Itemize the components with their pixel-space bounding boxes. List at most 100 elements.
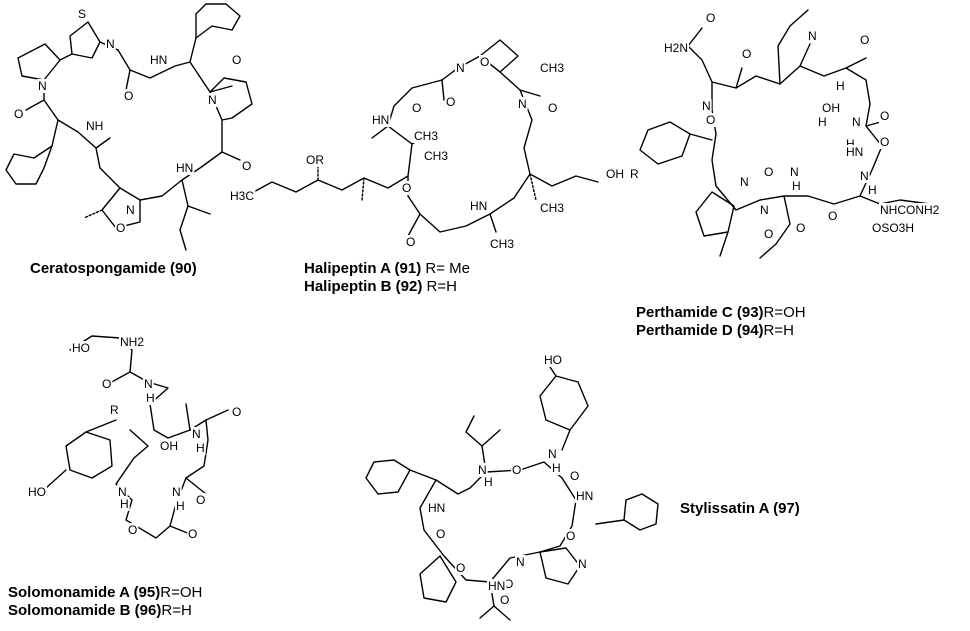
atom-label: HO [28, 485, 46, 499]
atom-label: N [790, 165, 799, 179]
atom-label-background [827, 209, 839, 223]
atom-label-background [455, 561, 467, 575]
bond [529, 173, 537, 201]
bond [95, 137, 111, 149]
atom-label: O [14, 107, 23, 121]
atom-label-background [547, 101, 559, 115]
caption-stylissatin: Stylissatin A (97) [680, 500, 800, 518]
atom-label: OH [160, 439, 178, 453]
atom-label-background [879, 135, 891, 149]
r-group-definition: R=H [161, 602, 192, 619]
atom-label: H [120, 497, 129, 511]
atom-label: O [566, 529, 575, 543]
bond [687, 27, 703, 47]
compound-name: Solomonamide B (96) [8, 602, 162, 619]
caption-line: Ceratospongamide (90) [30, 260, 197, 278]
bond [799, 43, 811, 67]
atom-label: N [456, 61, 465, 75]
atom-label: OH [606, 167, 624, 181]
r-group-definition: R=OH [763, 304, 806, 321]
atom-label-background [125, 203, 136, 217]
atom-label: O [796, 221, 805, 235]
atom-label-background [539, 61, 566, 75]
bond [17, 43, 61, 81]
atom-label-background [105, 37, 116, 51]
atom-label-background [487, 579, 507, 593]
atom-label-background [835, 79, 846, 93]
atom-label: N [808, 29, 817, 43]
atom-label-background [401, 181, 413, 195]
atom-label: N [852, 115, 861, 129]
atom-label: N [126, 203, 135, 217]
atom-label-background [231, 53, 243, 67]
atom-label-background [763, 227, 775, 241]
atom-label-background [539, 201, 566, 215]
atom-label: H [196, 441, 205, 455]
bond [365, 459, 411, 495]
atom-label-background [845, 145, 865, 159]
structure-ceratospongamide [5, 3, 253, 251]
atom-label: N [702, 99, 711, 113]
bond [419, 461, 577, 583]
bond [387, 55, 533, 233]
caption-ceratospongamide: Ceratospongamide (90) [30, 260, 197, 278]
atom-label: N [208, 93, 217, 107]
atom-label: O [764, 165, 773, 179]
atom-label: N [118, 485, 127, 499]
atom-label: O [402, 181, 411, 195]
atom-label: OSO3H [872, 221, 914, 235]
bond [695, 191, 735, 237]
caption-line: Halipeptin B (92) R=H [304, 278, 470, 296]
atom-label-background [499, 593, 511, 607]
atom-label-background [115, 221, 127, 235]
atom-label-background [171, 485, 182, 499]
atom-label-background [85, 119, 105, 133]
atom-label: H3C [230, 189, 254, 203]
atom-label: O [860, 33, 869, 47]
atom-label-background [241, 159, 253, 173]
atom-label-background [119, 335, 146, 349]
atom-label-background [77, 7, 88, 21]
atom-label: O [706, 11, 715, 25]
atom-label-background [851, 115, 862, 129]
atom-label: HN [428, 501, 445, 515]
atom-label: H [552, 461, 561, 475]
atom-label-background [575, 489, 595, 503]
bond [639, 121, 691, 165]
atom-label-background [27, 485, 47, 499]
atom-label: H [176, 499, 185, 513]
atom-label: NH2 [120, 335, 144, 349]
atom-label-background [405, 235, 417, 249]
atom-label: HO [72, 341, 90, 355]
atom-label: S [78, 7, 86, 21]
atom-label: CH3 [490, 237, 514, 251]
atom-label-background [705, 11, 717, 25]
caption-line: Solomonamide B (96)R=H [8, 602, 202, 620]
atom-label: CH3 [540, 61, 564, 75]
bond [465, 415, 487, 473]
bond [185, 477, 207, 495]
atom-label-background [143, 377, 154, 391]
bond [859, 195, 931, 205]
atom-label-background [817, 115, 828, 129]
atom-label-background [149, 53, 169, 67]
bond [179, 229, 187, 251]
atom-label-background [123, 89, 135, 103]
bond [221, 151, 241, 161]
bond [169, 525, 191, 535]
bond [735, 67, 743, 89]
r-group-definition: R=H [422, 278, 457, 295]
atom-label-background [207, 93, 218, 107]
atom-label: O [480, 55, 489, 69]
atom-label: H [484, 475, 493, 489]
bond [205, 409, 229, 421]
bond [181, 179, 189, 207]
atom-label: O [880, 109, 889, 123]
atom-label-background [469, 199, 489, 213]
caption-line: Solomonamide A (95)R=OH [8, 584, 202, 602]
atom-label-background [741, 47, 753, 61]
bond [51, 119, 59, 147]
atom-label: N [192, 427, 201, 441]
atom-label-background [127, 523, 139, 537]
